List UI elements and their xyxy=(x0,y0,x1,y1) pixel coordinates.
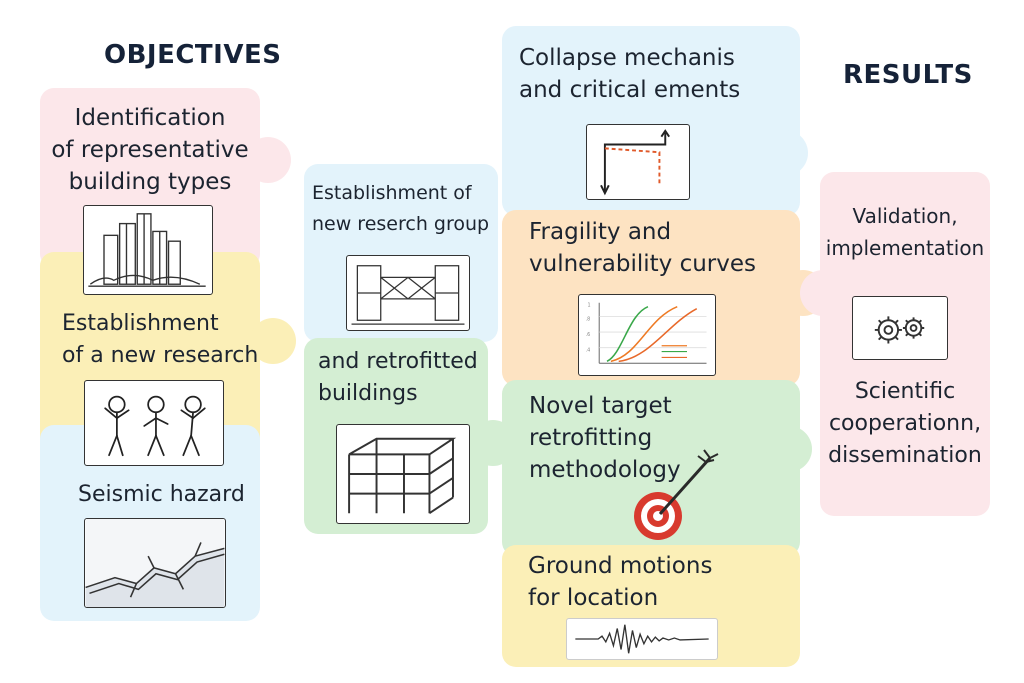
seismic-hazard-label: Seismic hazard xyxy=(78,482,245,507)
collapse-curve-icon xyxy=(586,124,690,200)
puzzle-tab xyxy=(306,246,352,292)
objectives-heading: OBJECTIVES xyxy=(104,40,282,70)
puzzle-tab xyxy=(800,270,846,316)
svg-text:1: 1 xyxy=(587,303,590,309)
gears-icon xyxy=(852,296,948,360)
building-frame-icon xyxy=(336,424,470,524)
seismogram-icon xyxy=(566,618,718,660)
puzzle-tab xyxy=(766,426,812,472)
svg-text:.6: .6 xyxy=(586,332,591,338)
frame-structure-icon xyxy=(346,255,470,331)
ground-crack-icon xyxy=(84,518,226,608)
results-heading: RESULTS xyxy=(843,60,973,90)
puzzle-tab xyxy=(762,130,808,176)
fragility-chart-icon: 1 .8 .6 .4 xyxy=(578,294,716,376)
buildings-icon xyxy=(83,205,213,295)
target-icon xyxy=(626,446,722,542)
svg-text:.4: .4 xyxy=(586,348,591,354)
people-icon xyxy=(84,380,224,466)
puzzle-tab xyxy=(245,137,291,183)
svg-text:.8: .8 xyxy=(586,316,591,322)
puzzle-tab xyxy=(250,318,296,364)
validation-label: Validation,implementation xyxy=(825,204,985,260)
